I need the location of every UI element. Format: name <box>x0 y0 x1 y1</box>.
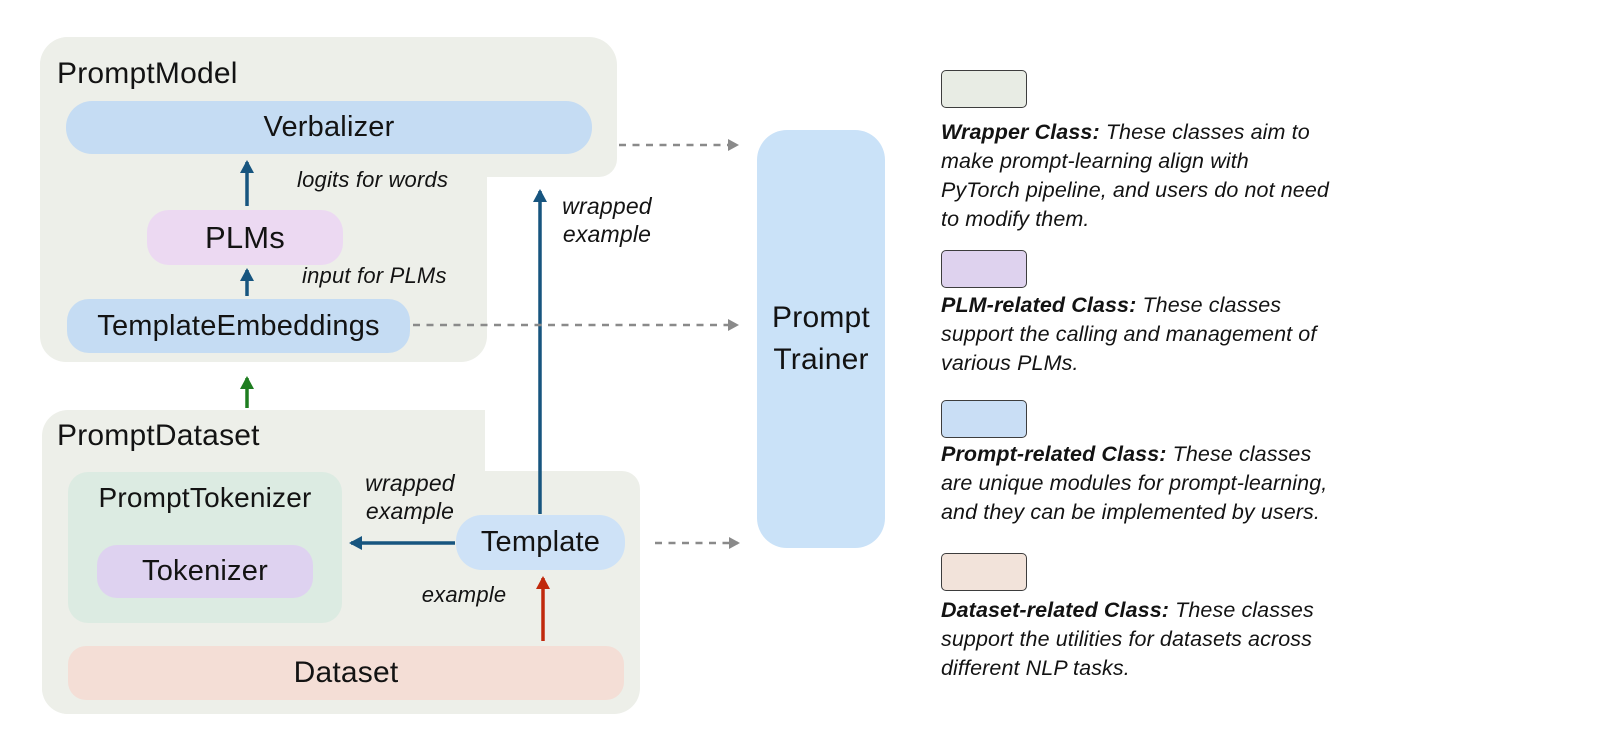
legend-title-prompt-class: Prompt-related Class: <box>941 442 1167 466</box>
legend-swatch-plm-class <box>941 250 1027 288</box>
verbalizer-label: Verbalizer <box>263 111 395 143</box>
legend-title-wrapper-class: Wrapper Class: <box>941 120 1100 144</box>
prompt-trainer-label: Prompt Trainer <box>772 301 870 376</box>
legend-swatch-prompt-class <box>941 400 1027 438</box>
legend-entry-prompt-class: Prompt-related Class: These classes are … <box>941 440 1333 527</box>
prompt-model-title: PromptModel <box>57 57 238 90</box>
template-label: Template <box>480 526 601 558</box>
prompt-tokenizer-label: PromptTokenizer <box>98 482 312 513</box>
legend-swatch-dataset-class <box>941 553 1027 591</box>
tokenizer-label: Tokenizer <box>142 555 268 587</box>
prompt-dataset-title: PromptDataset <box>57 419 260 452</box>
legend-entry-wrapper-class: Wrapper Class: These classes aim to make… <box>941 118 1333 234</box>
template-box: Template <box>456 515 625 570</box>
edge-label-wrapped-example-lower: wrapped example <box>365 470 455 524</box>
edge-label-wrapped-example-upper: wrapped example <box>562 193 652 247</box>
legend-entry-dataset-class: Dataset-related Class: These classes sup… <box>941 596 1333 683</box>
plms-label: PLMs <box>204 219 286 255</box>
legend-entry-plm-class: PLM-related Class: These classes support… <box>941 291 1333 378</box>
dataset-label: Dataset <box>293 656 399 689</box>
template-embeddings-label: TemplateEmbeddings <box>97 309 380 342</box>
edge-label-input-for-plms: input for PLMs <box>302 263 447 288</box>
legend-description-plm-class: These classes support the calling and ma… <box>941 293 1317 375</box>
template-embeddings-box: TemplateEmbeddings <box>67 299 410 353</box>
legend-description-prompt-class: These classes are unique modules for pro… <box>941 442 1328 524</box>
legend-title-plm-class: PLM-related Class: <box>941 293 1137 317</box>
edge-label-logits-for-words: logits for words <box>297 167 449 192</box>
plms-box: PLMs <box>147 210 343 265</box>
verbalizer-box: Verbalizer <box>66 101 592 154</box>
edge-label-example: example <box>421 582 507 607</box>
dataset-box: Dataset <box>68 646 624 700</box>
legend-title-dataset-class: Dataset-related Class: <box>941 598 1170 622</box>
tokenizer-box: Tokenizer <box>97 545 313 598</box>
legend-description-wrapper-class: These classes aim to make prompt-learnin… <box>941 120 1329 231</box>
prompt-trainer-box: Prompt Trainer <box>757 130 885 548</box>
legend-description-dataset-class: These classes support the utilities for … <box>941 598 1314 680</box>
legend-swatch-wrapper-class <box>941 70 1027 108</box>
